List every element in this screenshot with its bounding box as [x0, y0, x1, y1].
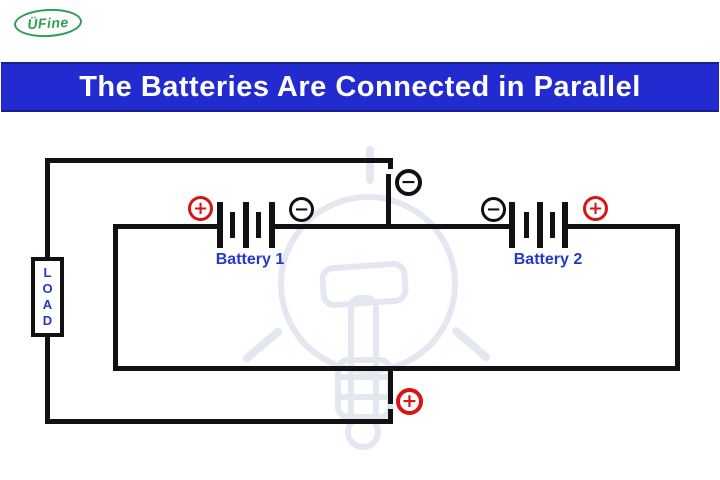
- battery-2-long-plate: [537, 202, 543, 248]
- wire-outer-left-lower: [45, 334, 50, 424]
- bulb-ray-lower-left: [243, 328, 282, 362]
- battery-2-negative-terminal-icon: −: [481, 197, 506, 222]
- load-letter: O: [42, 281, 53, 296]
- battery-1-long-plate: [243, 202, 249, 248]
- battery-2-short-plate: [524, 212, 529, 238]
- wire-inner-right: [675, 224, 680, 371]
- brand-logo-text: ÜFine: [26, 13, 70, 33]
- wire-outer-top-corner: [388, 158, 393, 169]
- wire-outer-top: [45, 158, 393, 163]
- battery-1-short-plate: [256, 212, 261, 238]
- wire-inner-left: [113, 224, 118, 371]
- load-box: L O A D: [31, 257, 64, 337]
- wire-inner-top-left: [113, 224, 220, 229]
- bulb-contact-tip: [345, 414, 381, 450]
- load-letter: L: [43, 265, 52, 280]
- bulb-filament-flag: [319, 260, 409, 309]
- load-letter: A: [42, 297, 53, 312]
- battery-1-long-plate: [269, 202, 275, 248]
- junction-negative-terminal-icon: −: [395, 169, 422, 196]
- battery-1-long-plate: [217, 202, 223, 248]
- wire-outer-bottom-corner: [388, 409, 393, 421]
- wire-outer-left-upper: [45, 158, 50, 261]
- bulb-globe: [278, 194, 458, 374]
- load-letter: D: [42, 313, 53, 328]
- battery-2-short-plate: [550, 212, 555, 238]
- wire-inner-top-right: [565, 224, 680, 229]
- battery-2-positive-terminal-icon: +: [583, 196, 608, 221]
- battery-1-short-plate: [230, 212, 235, 238]
- wire-inner-top-middle: [273, 224, 512, 229]
- battery-1-negative-terminal-icon: −: [289, 197, 314, 222]
- page-title: The Batteries Are Connected in Parallel: [79, 70, 641, 103]
- battery-1-label: Battery 1: [215, 251, 285, 268]
- junction-positive-terminal-icon: +: [396, 388, 423, 415]
- battery-1-positive-terminal-icon: +: [188, 196, 213, 221]
- title-banner: The Batteries Are Connected in Parallel: [1, 62, 719, 112]
- wire-outer-bottom: [45, 419, 393, 424]
- battery-2-long-plate: [509, 202, 515, 248]
- wire-inner-bottom: [113, 366, 680, 371]
- bulb-ray-lower-right: [452, 327, 490, 361]
- wire-top-junction: [386, 174, 391, 229]
- battery-2-long-plate: [562, 202, 568, 248]
- battery-2-label: Battery 2: [513, 251, 583, 268]
- wire-bottom-junction: [388, 369, 393, 404]
